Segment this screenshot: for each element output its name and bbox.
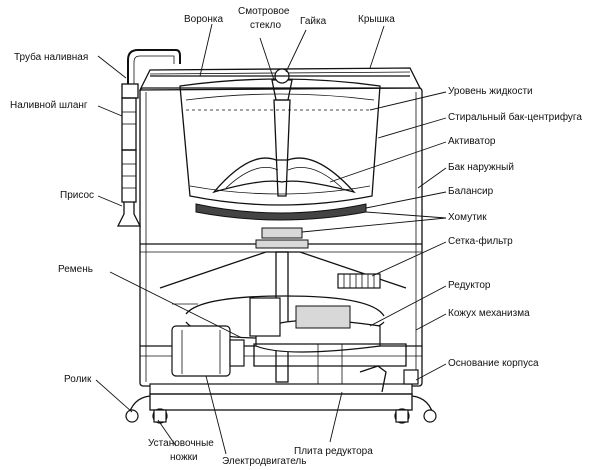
label-smotrovoe-line2: стекло xyxy=(250,20,281,31)
reducer-plate xyxy=(149,383,413,395)
label-voronka: Воронка xyxy=(184,14,223,25)
label-plita: Плита редуктора xyxy=(294,446,373,457)
suction-cup xyxy=(116,202,142,227)
label-nozhki-line2: ножки xyxy=(170,452,198,463)
label-shlang: Наливной шланг xyxy=(10,100,88,111)
clamp xyxy=(255,227,309,249)
label-setka: Сетка-фильтр xyxy=(448,235,513,247)
label-elektrodvigatel: Электродвигатель xyxy=(222,456,306,467)
label-uroven: Уровень жидкости xyxy=(448,86,533,97)
adjustable-feet xyxy=(153,409,409,423)
filter-mesh xyxy=(337,273,381,289)
inlet-hose xyxy=(121,97,137,203)
label-gayka: Гайка xyxy=(300,16,327,27)
balancer xyxy=(195,203,367,221)
label-nozhki-line1: Установочные xyxy=(148,438,214,449)
label-kryshka: Крышка xyxy=(358,14,395,25)
label-kozhuh: Кожух механизма xyxy=(448,308,530,319)
leader-lines xyxy=(95,23,447,455)
base-frame xyxy=(149,365,419,411)
label-truba: Труба наливная xyxy=(14,51,88,63)
label-osnovanie: Основание корпуса xyxy=(448,358,539,369)
funnel-and-shaft xyxy=(150,68,410,197)
label-balansir: Балансир xyxy=(448,186,494,197)
label-remen: Ремень xyxy=(58,264,93,275)
label-reduktor: Редуктор xyxy=(448,280,491,291)
washing-tub xyxy=(179,78,381,206)
label-bak-centrifuga: Стиральный бак-центрифуга xyxy=(448,111,582,123)
label-smotrovoe-line1: Смотровое xyxy=(238,6,290,17)
label-prisos: Присос xyxy=(60,190,94,201)
label-homutik: Хомутик xyxy=(448,212,487,223)
label-aktivator: Активатор xyxy=(448,136,496,147)
activator xyxy=(212,157,356,194)
label-bak-naruzhny: Бак наружный xyxy=(448,162,514,173)
labels: Воронка Смотровое стекло Гайка Крышка Тр… xyxy=(10,6,582,467)
electric-motor xyxy=(171,303,245,377)
label-rolik: Ролик xyxy=(64,374,92,385)
